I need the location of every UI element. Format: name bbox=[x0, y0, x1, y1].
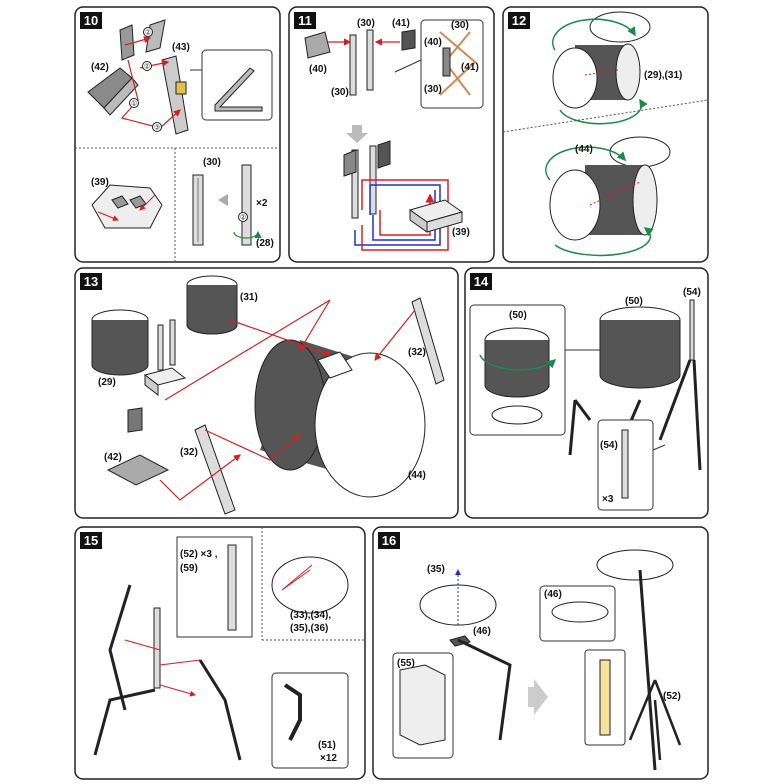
label-part-43: (43) bbox=[172, 42, 190, 53]
svg-text:②: ② bbox=[145, 29, 151, 37]
label-inset-30b: (30) bbox=[424, 84, 442, 95]
label-inset-30: (30) bbox=[451, 20, 469, 31]
label-part-42: (42) bbox=[104, 452, 122, 463]
label-part-32: (32) bbox=[408, 347, 426, 358]
svg-text:③: ③ bbox=[154, 124, 160, 132]
svg-text:②: ② bbox=[144, 63, 150, 71]
step-number: 15 bbox=[84, 533, 98, 548]
label-part-28: (28) bbox=[256, 238, 274, 249]
label-part-50-inset: (50) bbox=[509, 310, 527, 321]
panel-step-13: 13 (31) (29) (32) (42) (32) (44) bbox=[74, 267, 459, 519]
label-part-39: (39) bbox=[91, 177, 109, 188]
label-part-39: (39) bbox=[452, 227, 470, 238]
label-part-44: (44) bbox=[575, 144, 593, 155]
step-badge bbox=[80, 12, 102, 29]
panel-step-15: 15 (52) ×3 , (59) (33),(34), (35),(36) (… bbox=[74, 526, 366, 780]
label-part-50: (50) bbox=[625, 296, 643, 307]
label-part-51: (51) bbox=[318, 740, 336, 751]
step-number: 12 bbox=[512, 13, 526, 28]
panel-step-12: 12 (29),(31) (44) bbox=[502, 6, 709, 263]
label-part-30: (30) bbox=[357, 18, 375, 29]
label-part-35: (35) bbox=[427, 564, 445, 575]
label-inset-40: (40) bbox=[424, 37, 442, 48]
step-number: 11 bbox=[298, 13, 312, 28]
label-part-46-inset: (46) bbox=[544, 589, 562, 600]
panel-step-10: 10 (42) (43) (39) (30) ×2 (28) bbox=[74, 6, 281, 263]
label-part-46: (46) bbox=[473, 626, 491, 637]
label-part-32b: (32) bbox=[180, 447, 198, 458]
label-parts-35-36: (35),(36) bbox=[290, 623, 328, 634]
svg-text:①: ① bbox=[131, 100, 137, 108]
label-part-52: (52) ×3 , bbox=[180, 549, 218, 560]
step-number: 14 bbox=[474, 274, 489, 289]
step-number: 10 bbox=[84, 13, 98, 28]
panel-step-16: 16 (35) (46) (46) (55) (52) bbox=[372, 526, 709, 780]
label-part-41: (41) bbox=[392, 18, 410, 29]
label-inset-41: (41) bbox=[461, 62, 479, 73]
label-quantity: ×3 bbox=[602, 494, 614, 505]
label-part-52: (52) bbox=[663, 691, 681, 702]
label-part-59: (59) bbox=[180, 563, 198, 574]
label-parts-29-31: (29),(31) bbox=[644, 70, 682, 81]
step-number: 16 bbox=[382, 533, 396, 548]
panel-step-11: 11 (40) (30) (41) (30) (40) (41) (30) bbox=[288, 6, 495, 263]
label-part-30: (30) bbox=[203, 157, 221, 168]
label-parts-33-34: (33),(34), bbox=[290, 610, 331, 621]
label-quantity: ×2 bbox=[256, 198, 268, 209]
label-part-42: (42) bbox=[91, 62, 109, 73]
svg-text:②: ② bbox=[240, 214, 246, 222]
label-part-54-inset: (54) bbox=[600, 440, 618, 451]
panel-step-14: 14 (50) (50) (54) (54) ×3 bbox=[464, 267, 709, 519]
label-part-54: (54) bbox=[683, 287, 701, 298]
step-number: 13 bbox=[84, 274, 98, 289]
label-part-29: (29) bbox=[98, 377, 116, 388]
callout-circles: ② ② ① ③ ② bbox=[129, 27, 248, 222]
label-part-55: (55) bbox=[397, 658, 415, 669]
label-part-40: (40) bbox=[309, 64, 327, 75]
label-quantity: ×12 bbox=[320, 753, 337, 764]
label-part-44: (44) bbox=[408, 470, 426, 481]
label-part-30b: (30) bbox=[331, 87, 349, 98]
label-part-31: (31) bbox=[240, 292, 258, 303]
